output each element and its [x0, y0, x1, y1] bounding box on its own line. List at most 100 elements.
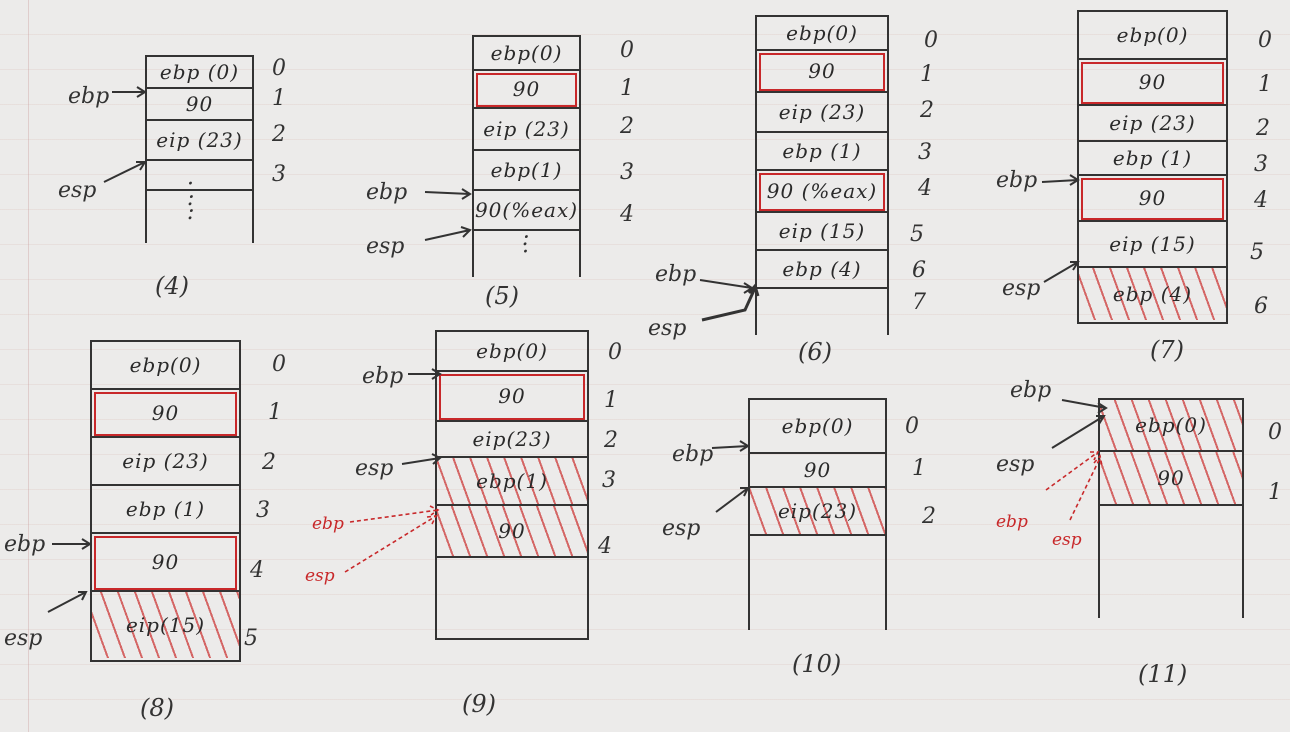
ebp-pointer-label: ebp — [362, 364, 404, 389]
diagram-caption: (7) — [1150, 336, 1184, 364]
stack-cell-popped: 90 — [437, 506, 587, 558]
slot-index: 0 — [924, 28, 938, 53]
slot-index: 0 — [272, 352, 286, 377]
slot-index: 4 — [620, 202, 634, 227]
slot-index: 5 — [1250, 240, 1264, 265]
stack-cell-highlighted: 90 — [92, 534, 239, 592]
ebp-pointer-label: ebp — [655, 262, 697, 287]
stack-frame: ebp(0) 90 eip(23) ebp(1) 90 — [435, 330, 589, 640]
ebp-pointer-label: ebp — [1010, 378, 1052, 403]
stack-frame: ebp(0) 90 — [1098, 398, 1244, 618]
stack-cell: eip(23) — [437, 422, 587, 458]
new-esp-pointer-label: esp — [305, 566, 335, 586]
ebp-pointer-label: ebp — [996, 168, 1038, 193]
stack-cell: 90 — [750, 454, 885, 488]
slot-index: 4 — [1254, 188, 1268, 213]
slot-index: 5 — [910, 222, 924, 247]
stack-cell-popped: 90 — [1100, 452, 1242, 506]
slot-index: 6 — [912, 258, 926, 283]
slot-index: 3 — [620, 160, 634, 185]
stack-frame: ebp(0) 90 eip (23) ebp (1) 90 eip (15) e… — [1077, 10, 1228, 324]
stack-cell-highlighted: 90 — [757, 51, 887, 93]
esp-pointer-label: esp — [366, 234, 405, 259]
slot-index: 6 — [1254, 294, 1268, 319]
slot-index: 4 — [918, 176, 932, 201]
stack-cell-popped: eip(15) — [92, 592, 239, 658]
new-esp-pointer-label: esp — [1052, 530, 1082, 550]
slot-index: 1 — [912, 456, 926, 481]
continuation-dots: :· — [522, 226, 530, 265]
stack-frame: ebp(0) 90 eip(23) — [748, 398, 887, 630]
slot-index: 2 — [620, 114, 634, 139]
slot-index: 2 — [1256, 116, 1270, 141]
slot-index: 0 — [1258, 28, 1272, 53]
stack-cell — [147, 161, 252, 191]
diagram-caption: (6) — [798, 338, 832, 366]
stack-cell-popped: ebp(1) — [437, 458, 587, 506]
slot-index: 0 — [620, 38, 634, 63]
stack-cell: ebp(0) — [757, 17, 887, 51]
slot-index: 3 — [918, 140, 932, 165]
continuation-dots: ·:: — [187, 172, 195, 225]
slot-index: 3 — [272, 162, 286, 187]
slot-index: 2 — [262, 450, 276, 475]
stack-cell: eip (15) — [1079, 222, 1226, 268]
slot-index: 0 — [272, 56, 286, 81]
stack-cell-highlighted: 90 — [437, 372, 587, 422]
stack-cell: ebp(0) — [1079, 12, 1226, 60]
stack-cell: 90(%eax) — [474, 191, 579, 231]
slot-index: 2 — [922, 504, 936, 529]
slot-index: 4 — [250, 558, 264, 583]
diagram-caption: (8) — [140, 694, 174, 722]
slot-index: 0 — [905, 414, 919, 439]
esp-pointer-label: esp — [58, 178, 97, 203]
slot-index: 7 — [912, 290, 926, 315]
stack-cell-highlighted: 90 — [1079, 176, 1226, 222]
slot-index: 1 — [268, 400, 282, 425]
stack-frame: ebp (0) 90 eip (23) — [145, 55, 254, 243]
slot-index: 3 — [602, 468, 616, 493]
new-ebp-pointer-label: ebp — [312, 514, 344, 534]
stack-cell-popped: ebp(0) — [1100, 400, 1242, 452]
stack-cell-highlighted: 90 — [1079, 60, 1226, 106]
diagram-caption: (11) — [1138, 660, 1188, 688]
stack-cell: eip (23) — [474, 109, 579, 151]
slot-index: 2 — [272, 122, 286, 147]
stack-cell: ebp(0) — [474, 37, 579, 71]
slot-index: 0 — [608, 340, 622, 365]
stack-cell: ebp(1) — [474, 151, 579, 191]
new-ebp-pointer-label: ebp — [996, 512, 1028, 532]
slot-index: 5 — [244, 626, 258, 651]
stack-cell-popped: eip(23) — [750, 488, 885, 536]
stack-cell-highlighted: 90 — [92, 390, 239, 438]
stack-cell: eip (23) — [147, 121, 252, 161]
slot-index: 3 — [1254, 152, 1268, 177]
slot-index: 2 — [604, 428, 618, 453]
ebp-pointer-label: ebp — [366, 180, 408, 205]
diagram-caption: (4) — [155, 272, 189, 300]
stack-cell: ebp(0) — [437, 332, 587, 372]
ebp-pointer-label: ebp — [672, 442, 714, 467]
stack-frame: ebp(0) 90 eip (23) ebp(1) 90(%eax) — [472, 35, 581, 277]
diagram-caption: (10) — [792, 650, 842, 678]
stack-cell: ebp (1) — [92, 486, 239, 534]
ebp-pointer-label: ebp — [4, 532, 46, 557]
esp-pointer-label: esp — [648, 316, 687, 341]
esp-pointer-label: esp — [662, 516, 701, 541]
stack-cell: eip (23) — [757, 93, 887, 133]
diagram-caption: (9) — [462, 690, 496, 718]
esp-pointer-label: esp — [4, 626, 43, 651]
slot-index: 1 — [272, 86, 286, 111]
slot-index: 1 — [920, 62, 934, 87]
stack-cell: ebp (1) — [757, 133, 887, 171]
